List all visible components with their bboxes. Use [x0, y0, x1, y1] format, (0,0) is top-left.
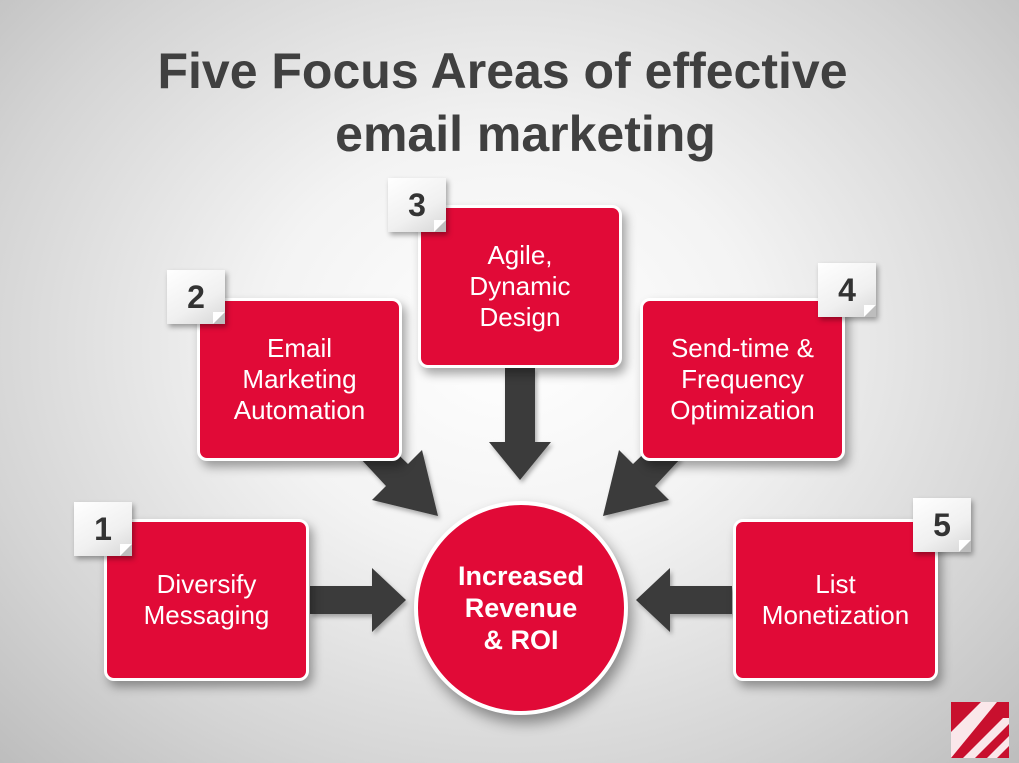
focus-area-5-box: List Monetization: [733, 519, 938, 681]
focus-area-1-box: Diversify Messaging: [104, 519, 309, 681]
center-goal-circle: Increased Revenue & ROI: [414, 501, 628, 715]
page-title: Five Focus Areas of effective email mark…: [0, 40, 1019, 166]
focus-area-5-label: List Monetization: [761, 569, 910, 630]
focus-area-2-label: Email Marketing Automation: [233, 333, 366, 425]
arrow-from-area-3: [489, 368, 551, 480]
focus-area-3-label: Agile, Dynamic Design: [469, 240, 571, 332]
focus-area-3-number-tag: 3: [388, 178, 446, 232]
title-line-2: email marketing: [335, 106, 716, 162]
focus-area-3-box: Agile, Dynamic Design: [418, 205, 622, 368]
center-goal-label: Increased Revenue & ROI: [457, 561, 585, 655]
arrow-from-area-5: [636, 568, 732, 632]
focus-area-4-box: Send-time & Frequency Optimization: [640, 298, 845, 461]
focus-area-5-number-tag: 5: [913, 498, 971, 552]
focus-area-2-number-tag: 2: [167, 270, 225, 324]
focus-area-1-label: Diversify Messaging: [143, 569, 270, 630]
arrow-from-area-1: [310, 568, 406, 632]
focus-area-2-box: Email Marketing Automation: [197, 298, 402, 461]
corner-logo-icon: [951, 702, 1009, 758]
title-line-1: Five Focus Areas of effective: [157, 43, 848, 99]
focus-area-4-number-tag: 4: [818, 263, 876, 317]
focus-area-1-number-tag: 1: [74, 502, 132, 556]
focus-area-4-label: Send-time & Frequency Optimization: [670, 333, 815, 425]
